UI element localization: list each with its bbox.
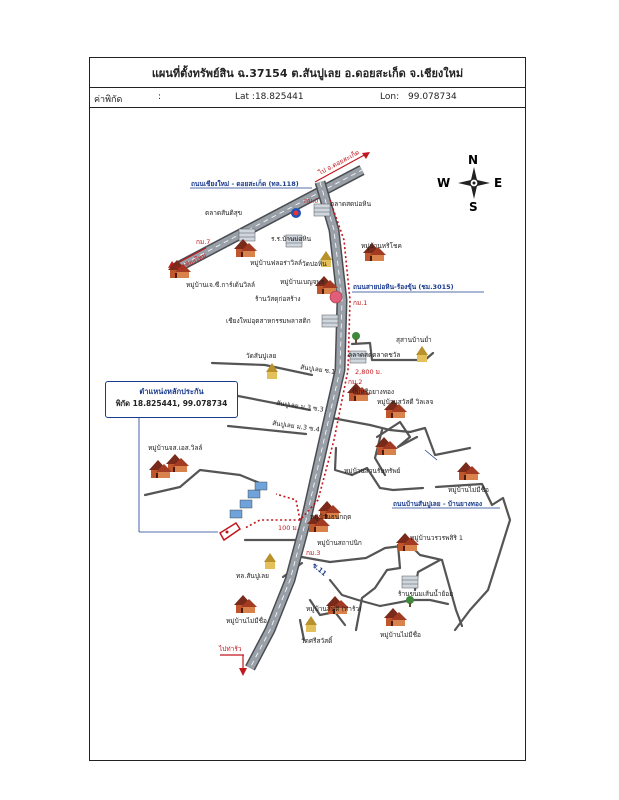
label-cemetery: สุสานบ้านย่ำ bbox=[396, 335, 432, 344]
main-road bbox=[245, 180, 348, 671]
minor-roads bbox=[143, 341, 512, 642]
property-lots bbox=[218, 481, 268, 542]
landmark-icons bbox=[149, 203, 480, 632]
label-village-benjaporn: หมู่บ้านเบญจพร bbox=[280, 278, 325, 286]
map-title: แผนที่ตั้งทรัพย์สิน ฉ.37154 ต.สันปูเลย อ… bbox=[90, 58, 525, 88]
route-branch bbox=[275, 493, 301, 521]
label-village-harichok: หมู่บ้านหริโชค bbox=[361, 242, 402, 250]
label-d100: 100 ม. bbox=[278, 524, 299, 532]
label-highway-118: ถนนเชียงใหม่ - ดอยสะเก็ด (ทล.118) bbox=[191, 179, 299, 188]
collateral-coordinates: พิกัด 18.825441, 99.078734 bbox=[115, 399, 228, 408]
coord-label: ค่าพิกัด bbox=[94, 95, 123, 105]
coordinate-row: ค่าพิกัด : Lat :18.825441 Lon: 99.078734 bbox=[90, 88, 525, 108]
latitude: Lat :18.825441 bbox=[235, 92, 304, 102]
label-wat-moo2: ปั๊มหรือยางทอง bbox=[352, 387, 394, 396]
compass-n: N bbox=[468, 153, 478, 167]
label-village-flora: หมู่บ้านฟลอร่าวิลล์ bbox=[250, 259, 302, 267]
to-tha-arrow bbox=[220, 654, 247, 676]
label-to-tha: ไปท่าร้ว bbox=[218, 645, 242, 653]
label-road-3015: ถนนสายบ่อหิน-ร้องขุ้น (ชม.3015) bbox=[353, 282, 454, 291]
label-km3: กม.3 bbox=[306, 549, 320, 557]
compass-e: E bbox=[494, 176, 502, 190]
route-path bbox=[244, 199, 351, 529]
collateral-location-box: ตำแหน่งหลักประกัน พิกัด 18.825441, 99.07… bbox=[105, 381, 238, 418]
highway-118 bbox=[173, 165, 365, 273]
label-school-bohin: ร.ร.บ้านบ่อหิน bbox=[271, 235, 312, 243]
label-km1: กม.1 bbox=[353, 299, 367, 307]
label-village-unnamed2: หมู่บ้านไม่มีชื่อ bbox=[226, 616, 267, 625]
label-market-bohin: ตลาดสดบ่อหิน bbox=[330, 200, 372, 208]
label-village-gsville: หมู่บ้านจส.เอส.วิลล์ bbox=[148, 444, 202, 452]
compass-s: S bbox=[469, 200, 478, 214]
label-village-sathapanik: หมู่บ้านสถาปนิก bbox=[317, 539, 362, 547]
label-wat-sanpuloei: วัดสันปูเลย bbox=[246, 352, 277, 360]
longitude-value: 99.078734 bbox=[408, 92, 457, 102]
compass-w: W bbox=[437, 176, 450, 190]
label-shop-construction: ร้านวัสดุก่อสร้าง bbox=[255, 295, 301, 303]
label-shop-kanom: ร้านขนมเส้นน้ำย้อย bbox=[398, 589, 453, 598]
label-wat-bohin: วัดบ่อหิน bbox=[302, 260, 327, 268]
label-d2800: 2,800 ม. bbox=[355, 368, 382, 376]
label-village-santi: หมู่บ้านสันติ (ท่าร้ว) bbox=[306, 605, 362, 613]
to-doisaket-arrow bbox=[314, 152, 370, 183]
label-village-wanwisa: หมู่บ้านวรวรพสิริ 1 bbox=[410, 534, 463, 542]
label-village-suansri: หมู่บ้านสวนรัษทรัพย์ bbox=[344, 467, 401, 475]
label-sanpuloei-road: ถนนบ้านสันปูเลย - บ้านยางทอง bbox=[393, 499, 482, 509]
label-market-sanpuloei: ตลาดสดตลาดชวัล bbox=[348, 351, 400, 359]
longitude-label: Lon: bbox=[380, 92, 400, 102]
label-plastic-factory: เชียงใหม่อุตสาหกรรมพลาสติก bbox=[226, 317, 311, 325]
sanpuloei-road-leader bbox=[424, 449, 438, 461]
label-market-santisuk: ตลาดสันติสุข bbox=[205, 209, 242, 217]
label-wat-sri: วัดศรีสวัสดิ์ bbox=[301, 636, 334, 645]
label-village-unnamed3: หมู่บ้านไม่มีชื่อ bbox=[380, 630, 421, 639]
label-village-unnamed1: หมู่บ้านไม่มีชื่อ bbox=[448, 485, 489, 494]
label-km2: กม.2 bbox=[348, 378, 362, 386]
label-village-jc: หมู่บ้านเจ.ซี.การ์เด้นวิลล์ bbox=[186, 281, 255, 289]
label-km7: กม.7 bbox=[196, 238, 210, 246]
compass-icon bbox=[458, 167, 490, 199]
label-moo3-soi3: สันปูเลย ม.3 ซ.3 bbox=[276, 399, 324, 414]
label-village-thanakit: หมู่บ้านธนกฤต bbox=[310, 513, 351, 521]
label-police-sanpuloei: ทล.สันปูเลย bbox=[236, 572, 269, 580]
coord-colon: : bbox=[158, 92, 162, 102]
label-km0: กม.0 bbox=[304, 197, 318, 205]
label-village-sawadee: หมู่บ้านสวัสดี วิลเลจ bbox=[377, 398, 433, 406]
label-soi-11: ซ.11 bbox=[311, 561, 329, 578]
map-frame: แผนที่ตั้งทรัพย์สิน ฉ.37154 ต.สันปูเลย อ… bbox=[89, 57, 526, 761]
collateral-heading: ตำแหน่งหลักประกัน bbox=[139, 387, 204, 396]
